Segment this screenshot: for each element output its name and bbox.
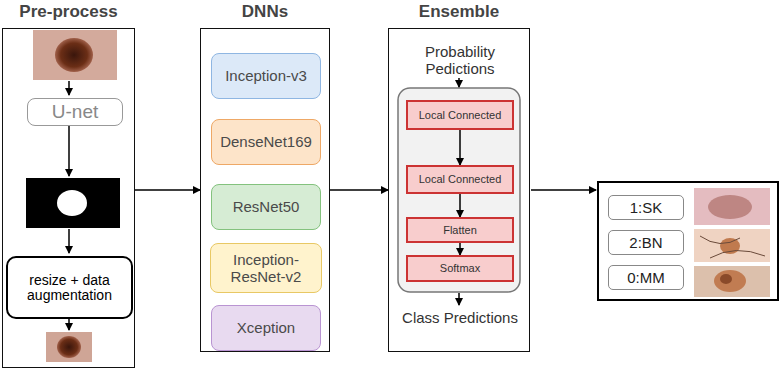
mask-image bbox=[26, 178, 120, 228]
stage-label: Probability Pedictions bbox=[400, 43, 520, 77]
flow-arrow bbox=[68, 126, 70, 176]
stage-label: Class Predictions bbox=[400, 309, 520, 326]
box-label: 2:BN bbox=[629, 234, 662, 251]
class-box: 1:SK bbox=[608, 195, 684, 220]
sk-image bbox=[694, 188, 770, 225]
flow-arrow bbox=[458, 293, 460, 305]
flow-arrow bbox=[68, 319, 70, 330]
flow-arrow bbox=[531, 189, 596, 191]
box-label: U-net bbox=[52, 101, 98, 123]
process-box: U-net bbox=[27, 98, 123, 126]
panel-heading: Ensemble bbox=[369, 2, 549, 22]
panel-heading: DNNs bbox=[181, 2, 349, 22]
flow-arrow bbox=[459, 194, 461, 217]
flow-arrow bbox=[330, 189, 388, 191]
flow-arrow bbox=[68, 229, 70, 253]
box-label: Local Connected bbox=[419, 173, 502, 186]
flow-arrow bbox=[459, 130, 461, 165]
mm-image bbox=[694, 266, 770, 297]
output-panel bbox=[598, 182, 778, 300]
panel-heading: Pre-process bbox=[0, 2, 154, 22]
layer-box: Flatten bbox=[406, 217, 514, 243]
box-label: ResNet50 bbox=[233, 198, 300, 215]
panel: DNNsInception-v3DenseNet169ResNet50Incep… bbox=[200, 28, 330, 352]
bn-image bbox=[694, 229, 770, 262]
layer-box: Local Connected bbox=[406, 165, 514, 194]
ensemble-inner-box bbox=[398, 88, 520, 292]
panel: EnsembleProbability PedictionsClass Pred… bbox=[388, 28, 530, 352]
layer-box: Local Connected bbox=[406, 100, 514, 130]
box-label: Xception bbox=[237, 319, 295, 336]
flow-arrow bbox=[135, 189, 200, 191]
box-label: Inception-v3 bbox=[225, 67, 307, 84]
model-box: Xception bbox=[211, 305, 321, 351]
box-label: 1:SK bbox=[630, 199, 663, 216]
box-label: DenseNet169 bbox=[220, 133, 312, 150]
box-label: 0:MM bbox=[627, 269, 665, 286]
process-box: resize + data augmentation bbox=[6, 256, 133, 319]
flow-arrow bbox=[68, 81, 70, 95]
flow-arrow bbox=[458, 78, 460, 87]
flow-arrow bbox=[459, 243, 461, 255]
model-box: ResNet50 bbox=[211, 184, 321, 230]
processed-lesion-image bbox=[46, 332, 92, 362]
lesion-image bbox=[33, 30, 117, 80]
class-box: 2:BN bbox=[608, 230, 684, 255]
panel: Pre-processU-netresize + data augmentati… bbox=[2, 28, 135, 368]
model-box: DenseNet169 bbox=[211, 119, 321, 165]
box-label: Inception-ResNet-v2 bbox=[215, 251, 317, 286]
box-label: resize + data augmentation bbox=[27, 273, 112, 303]
box-label: Local Connected bbox=[419, 109, 502, 122]
box-label: Softmax bbox=[440, 262, 480, 275]
model-box: Inception-ResNet-v2 bbox=[210, 243, 322, 293]
box-label: Flatten bbox=[443, 224, 477, 237]
model-box: Inception-v3 bbox=[211, 53, 321, 99]
class-box: 0:MM bbox=[608, 265, 684, 290]
layer-box: Softmax bbox=[406, 255, 514, 282]
